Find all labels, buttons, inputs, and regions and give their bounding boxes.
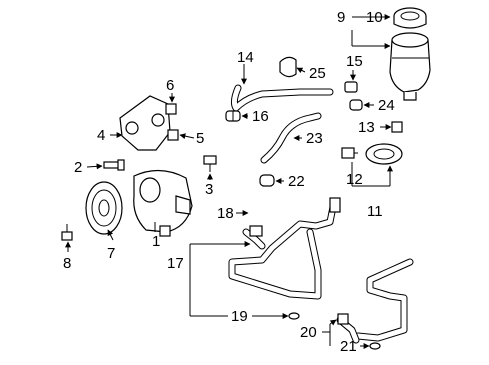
- callout-14: 14: [237, 49, 254, 66]
- hose-clamp-lower: [259, 174, 275, 187]
- callout-9: 9: [337, 9, 345, 26]
- callout-23: 23: [306, 130, 323, 147]
- bolt-5: [167, 129, 179, 141]
- callout-21: 21: [340, 338, 357, 355]
- line-fittings: [249, 197, 381, 350]
- fluid-reservoir: [389, 32, 431, 101]
- return-hose: [260, 112, 322, 164]
- bolt-8: [61, 224, 73, 241]
- callout-2: 2: [74, 159, 82, 176]
- callout-22: 22: [288, 173, 305, 190]
- callout-15: 15: [346, 53, 363, 70]
- reservoir-clamp: [344, 81, 358, 93]
- callout-12: 12: [346, 171, 363, 188]
- bolt-3: [203, 155, 217, 172]
- callout-11: 11: [367, 203, 383, 220]
- callout-8: 8: [63, 255, 71, 272]
- callout-1: 1: [152, 233, 160, 250]
- callout-6: 6: [166, 77, 174, 94]
- callout-20: 20: [300, 324, 317, 341]
- callout-13: 13: [358, 119, 375, 136]
- callout-19: 19: [231, 308, 248, 325]
- callout-labels: 9 10 14 25 15 24 16 6 4 5 13 23 2 3 22 1…: [63, 9, 395, 355]
- callout-25: 25: [309, 65, 326, 82]
- cooler-line: [336, 258, 414, 344]
- pressure-hose-assembly: [228, 198, 338, 300]
- callout-10: 10: [366, 9, 383, 26]
- bolt-6: [165, 103, 177, 115]
- pump-mounting-bracket: [119, 95, 171, 151]
- callout-5: 5: [196, 130, 204, 147]
- callout-16: 16: [252, 108, 269, 125]
- bolt-12: [341, 147, 358, 159]
- bolt-13: [391, 121, 403, 133]
- reservoir-grommet: [349, 99, 363, 111]
- reservoir-bracket: [365, 143, 403, 165]
- callout-7: 7: [107, 245, 115, 262]
- callout-17: 17: [167, 255, 184, 272]
- callout-18: 18: [217, 205, 234, 222]
- suction-hose: [230, 84, 334, 112]
- leader-lines: [65, 14, 393, 349]
- callout-3: 3: [205, 181, 213, 198]
- callout-4: 4: [97, 127, 105, 144]
- bolt-2: [103, 159, 125, 171]
- reservoir-cap: [393, 7, 427, 29]
- hose-clamp: [225, 110, 241, 122]
- power-steering-pump: [133, 169, 193, 237]
- pump-pulley: [85, 181, 123, 235]
- callout-24: 24: [378, 97, 395, 114]
- hose-bracket: [279, 56, 297, 78]
